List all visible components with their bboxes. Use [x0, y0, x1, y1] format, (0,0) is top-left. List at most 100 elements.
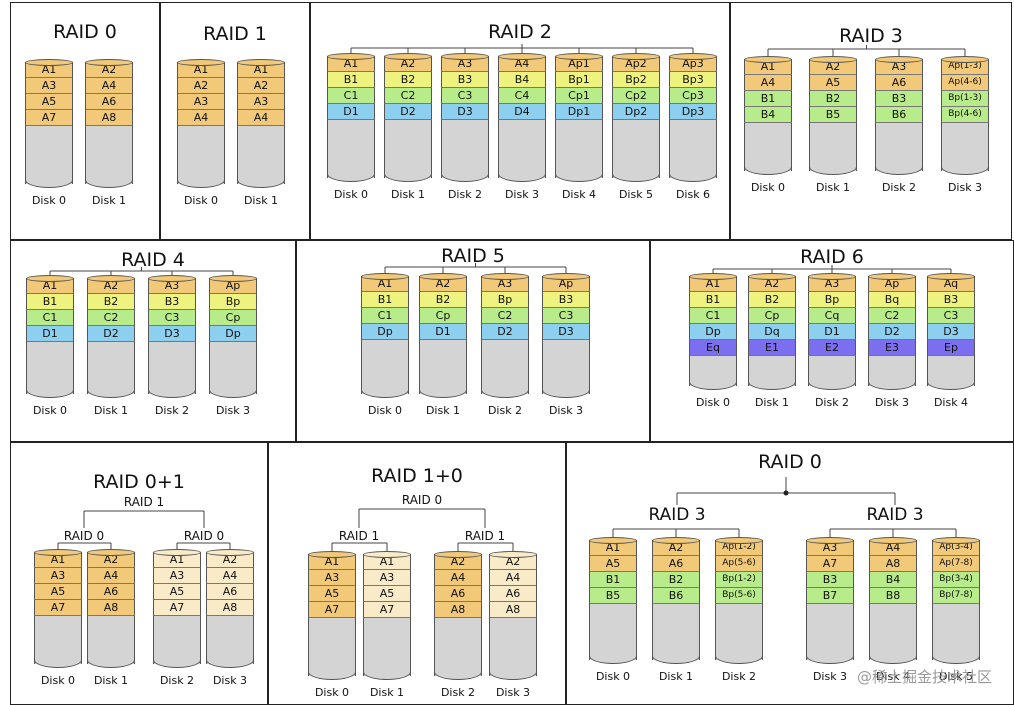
- data-block: A8: [434, 602, 482, 618]
- disk-empty-space: [237, 126, 285, 184]
- disk-bottom: [441, 174, 489, 182]
- disk-top-cap: [498, 53, 546, 60]
- disk-empty-space: [434, 618, 482, 676]
- data-block: A1: [363, 554, 411, 570]
- data-block: Dp: [209, 326, 257, 342]
- disk-empty-space: [209, 342, 257, 394]
- data-block: C3: [927, 308, 975, 324]
- disk-bottom: [555, 174, 603, 182]
- data-block: Ap(3-4): [932, 540, 980, 556]
- data-block: Cp: [209, 310, 257, 326]
- disk-bottom: [434, 672, 482, 680]
- disk-empty-space: [87, 616, 135, 664]
- group-label: RAID 0: [183, 529, 225, 543]
- data-block: B1: [689, 292, 737, 308]
- panel-title: RAID 3: [839, 25, 903, 47]
- data-block: Dq: [748, 324, 796, 340]
- disk-empty-space: [327, 120, 375, 178]
- disk-top-cap: [384, 53, 432, 60]
- data-block: Cp2: [612, 88, 660, 104]
- data-block: A4: [434, 570, 482, 586]
- data-block: Ap(5-6): [715, 556, 763, 572]
- disk-label: Disk 2: [487, 404, 523, 417]
- data-block: A7: [153, 600, 201, 616]
- disk-top-cap: [555, 53, 603, 60]
- data-block: D3: [927, 324, 975, 340]
- data-block: A5: [363, 586, 411, 602]
- data-block: A6: [652, 556, 700, 572]
- disk-top-cap: [363, 551, 411, 558]
- disk-bottom: [612, 174, 660, 182]
- disk-bottom: [489, 672, 537, 680]
- disk-bottom: [206, 660, 254, 668]
- disk-label: Disk 1: [425, 404, 461, 417]
- data-block: C4: [498, 88, 546, 104]
- data-block: Cp1: [555, 88, 603, 104]
- data-block: D2: [87, 326, 135, 342]
- disk-empty-space: [868, 356, 916, 386]
- data-block: Eq: [689, 340, 737, 356]
- disk-top-cap: [26, 275, 74, 282]
- panel-title: RAID 1+0: [371, 465, 463, 487]
- disk-label: Disk 3: [495, 686, 531, 699]
- data-block: A3: [481, 276, 529, 292]
- disk-empty-space: [715, 604, 763, 660]
- data-block: B1: [26, 294, 74, 310]
- disk: Ap(1-2)Ap(5-6)Bp(1-2)Bp(5-6)Disk 2: [715, 537, 763, 683]
- disk-empty-space: [363, 618, 411, 676]
- disk-top-cap: [927, 273, 975, 280]
- data-block: A1: [361, 276, 409, 292]
- data-block: A1: [34, 552, 82, 568]
- disk-label: Disk 0: [314, 686, 350, 699]
- data-block: A5: [153, 584, 201, 600]
- disk-bottom: [34, 660, 82, 668]
- data-block: Ap(4-6): [941, 75, 989, 91]
- disk-top-cap: [669, 53, 717, 60]
- disk-top-cap: [542, 273, 590, 280]
- group-label: RAID 1: [338, 529, 380, 543]
- data-block: A4: [489, 570, 537, 586]
- data-block: A8: [489, 602, 537, 618]
- disk-empty-space: [542, 340, 590, 394]
- data-block: A3: [25, 78, 73, 94]
- data-block: Dp3: [669, 104, 717, 120]
- disk-label: Disk 0: [40, 674, 76, 687]
- disk-bottom: [927, 382, 975, 390]
- data-block: A1: [308, 554, 356, 570]
- data-block: A3: [148, 278, 196, 294]
- disk-top-cap: [652, 537, 700, 544]
- disk-bottom: [384, 174, 432, 182]
- data-block: C2: [868, 308, 916, 324]
- data-block: Bp2: [612, 72, 660, 88]
- group-label: RAID 0: [63, 529, 105, 543]
- data-block: A2: [237, 78, 285, 94]
- disk-bottom: [481, 390, 529, 398]
- disk-top-cap: [441, 53, 489, 60]
- data-block: A4: [869, 540, 917, 556]
- disk-bottom: [868, 382, 916, 390]
- disk-empty-space: [489, 618, 537, 676]
